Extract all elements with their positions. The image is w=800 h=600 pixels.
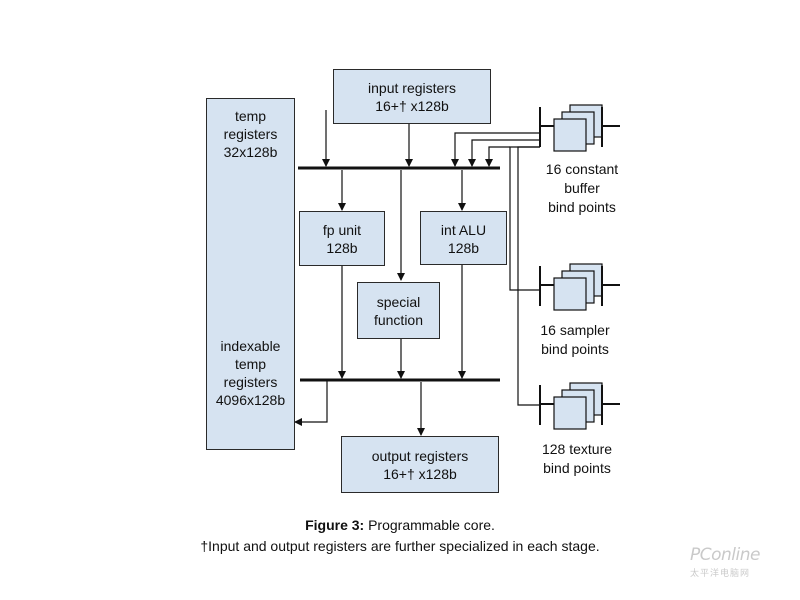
watermark-logo: PConline 太平洋电脑网: [690, 545, 760, 578]
figure-footnote: †Input and output registers are further …: [200, 538, 600, 554]
figure-title: Programmable core.: [364, 517, 495, 533]
sampler-bind-label: 16 sampler bind points: [540, 322, 610, 357]
indexable-temp-label: indexable: [220, 338, 281, 354]
constant-buffer-bind-label: 16 constant buffer bind points: [545, 161, 619, 215]
int-alu-box: int ALU 128b: [420, 211, 507, 265]
figure-caption: Figure 3: Programmable core.: [0, 517, 800, 533]
constant-buffer-bind-stack: [539, 104, 620, 152]
special-function-box: special function: [357, 282, 440, 339]
fp-unit-box: fp unit 128b: [299, 211, 385, 266]
temp-registers-label: temp: [234, 108, 267, 124]
temp-registers-box: temp registers 32x128b indexable temp re…: [206, 98, 295, 450]
output-registers-box: output registers 16+† x128b: [341, 436, 499, 493]
texture-bind-label: 128 texture bind points: [541, 441, 613, 476]
input-registers-box: input registers 16+† x128b: [333, 69, 491, 124]
figure-number: Figure 3:: [305, 517, 365, 533]
texture-bind-stack: [539, 382, 620, 430]
sampler-bind-stack: [539, 263, 620, 311]
